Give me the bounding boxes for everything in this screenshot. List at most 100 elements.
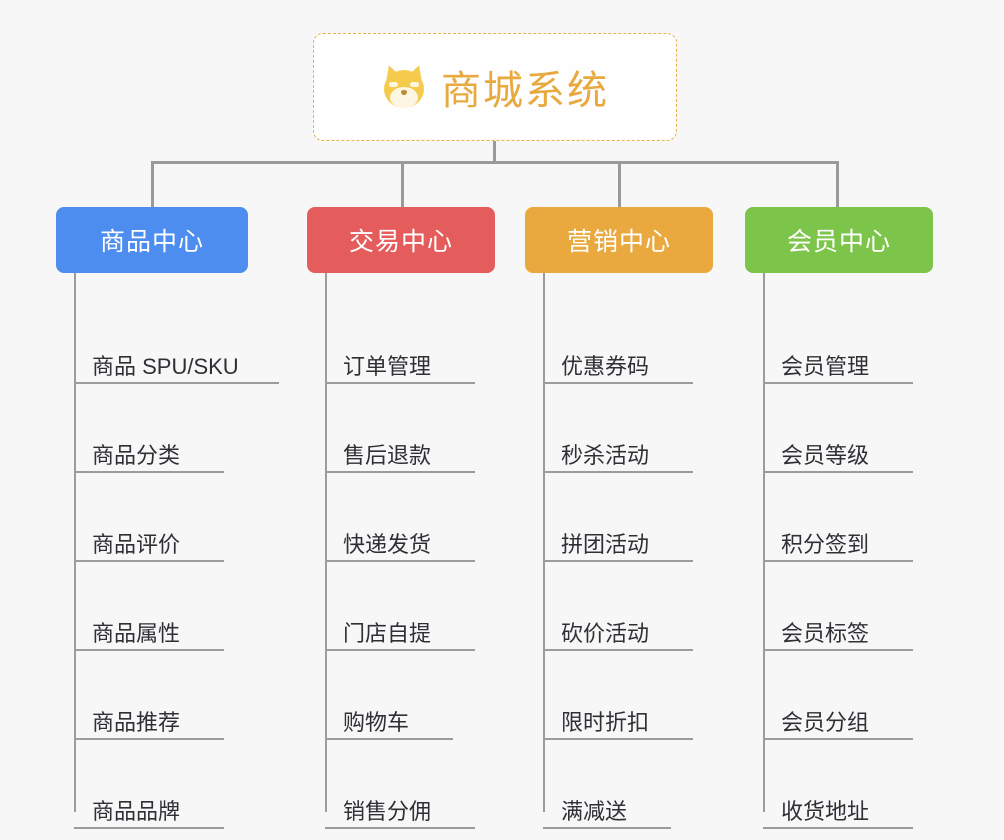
leaf-label: 商品品牌 xyxy=(92,799,181,824)
leaf-item[interactable]: 砍价活动 xyxy=(525,562,713,651)
connector-drop-4 xyxy=(836,161,839,207)
leaf-underline xyxy=(325,382,475,384)
leaf-list-2: 订单管理 售后退款 快递发货 门店自提 购物车 销售分佣 xyxy=(307,273,495,829)
branch-spine xyxy=(325,273,327,812)
leaf-item[interactable]: 订单管理 xyxy=(307,295,495,384)
leaf-underline xyxy=(763,471,913,473)
connector-root-stem xyxy=(493,141,496,163)
leaf-label: 会员等级 xyxy=(781,443,870,468)
leaf-list-3: 优惠券码 秒杀活动 拼团活动 砍价活动 限时折扣 满减送 xyxy=(525,273,713,829)
leaf-underline xyxy=(74,738,224,740)
leaf-item[interactable]: 满减送 xyxy=(525,740,713,829)
leaf-item[interactable]: 会员分组 xyxy=(745,651,933,740)
leaf-underline xyxy=(74,471,224,473)
category-header-4[interactable]: 会员中心 xyxy=(745,207,933,273)
connector-horizontal-bus xyxy=(152,161,838,164)
leaf-label: 订单管理 xyxy=(343,354,432,379)
category-label: 会员中心 xyxy=(786,228,891,256)
leaf-underline xyxy=(763,827,913,829)
leaf-list-1: 商品 SPU/SKU 商品分类 商品评价 商品属性 商品推荐 商品品牌 xyxy=(56,273,279,829)
category-label: 商品中心 xyxy=(99,228,204,256)
leaf-item[interactable]: 收货地址 xyxy=(745,740,933,829)
leaf-underline xyxy=(763,738,913,740)
leaf-underline xyxy=(74,649,224,651)
connector-drop-2 xyxy=(401,161,404,207)
leaf-item[interactable]: 会员等级 xyxy=(745,384,933,473)
leaf-item[interactable]: 会员管理 xyxy=(745,295,933,384)
leaf-underline xyxy=(325,560,475,562)
leaf-label: 商品评价 xyxy=(92,532,181,557)
leaf-underline xyxy=(543,827,671,829)
category-header-2[interactable]: 交易中心 xyxy=(307,207,495,273)
leaf-item[interactable]: 商品属性 xyxy=(56,562,248,651)
leaf-item[interactable]: 秒杀活动 xyxy=(525,384,713,473)
leaf-item[interactable]: 快递发货 xyxy=(307,473,495,562)
leaf-item[interactable]: 会员标签 xyxy=(745,562,933,651)
branch-spine xyxy=(763,273,765,812)
leaf-underline xyxy=(763,560,913,562)
root-title: 商城系统 xyxy=(441,69,609,113)
leaf-label: 门店自提 xyxy=(343,621,432,646)
branch-column-2: 交易中心 订单管理 售后退款 快递发货 门店自提 购物车 xyxy=(307,207,495,829)
shiba-inu-face-icon xyxy=(381,63,427,110)
leaf-item[interactable]: 商品评价 xyxy=(56,473,248,562)
leaf-underline xyxy=(763,382,913,384)
leaf-label: 销售分佣 xyxy=(343,799,432,824)
leaf-underline xyxy=(325,738,453,740)
leaf-underline xyxy=(325,471,475,473)
connector-drop-1 xyxy=(151,161,154,207)
leaf-underline xyxy=(74,560,224,562)
category-header-3[interactable]: 营销中心 xyxy=(525,207,713,273)
leaf-label: 满减送 xyxy=(561,799,628,824)
leaf-underline xyxy=(763,649,913,651)
leaf-underline xyxy=(74,827,224,829)
leaf-label: 售后退款 xyxy=(343,443,432,468)
leaf-item[interactable]: 限时折扣 xyxy=(525,651,713,740)
leaf-label: 会员分组 xyxy=(781,710,870,735)
leaf-label: 商品推荐 xyxy=(92,710,181,735)
leaf-underline xyxy=(543,649,693,651)
leaf-item[interactable]: 销售分佣 xyxy=(307,740,495,829)
connector-drop-3 xyxy=(618,161,621,207)
leaf-label: 限时折扣 xyxy=(561,710,650,735)
category-label: 交易中心 xyxy=(348,228,453,256)
leaf-list-4: 会员管理 会员等级 积分签到 会员标签 会员分组 收货地址 xyxy=(745,273,933,829)
leaf-label: 秒杀活动 xyxy=(561,443,650,468)
leaf-item[interactable]: 商品品牌 xyxy=(56,740,248,829)
leaf-underline xyxy=(543,738,693,740)
leaf-underline xyxy=(325,827,475,829)
leaf-underline xyxy=(325,649,475,651)
leaf-label: 快递发货 xyxy=(343,532,432,557)
leaf-item[interactable]: 优惠券码 xyxy=(525,295,713,384)
leaf-label: 购物车 xyxy=(343,710,410,735)
leaf-label: 商品属性 xyxy=(92,621,181,646)
leaf-underline xyxy=(543,382,693,384)
leaf-item[interactable]: 商品分类 xyxy=(56,384,248,473)
leaf-item[interactable]: 商品 SPU/SKU xyxy=(56,295,279,384)
root-node[interactable]: 商城系统 xyxy=(313,33,677,141)
leaf-label: 会员管理 xyxy=(781,354,870,379)
leaf-item[interactable]: 拼团活动 xyxy=(525,473,713,562)
leaf-label: 砍价活动 xyxy=(561,621,650,646)
branch-spine xyxy=(74,273,76,812)
leaf-item[interactable]: 商品推荐 xyxy=(56,651,248,740)
leaf-item[interactable]: 售后退款 xyxy=(307,384,495,473)
leaf-underline xyxy=(543,560,693,562)
leaf-item[interactable]: 门店自提 xyxy=(307,562,495,651)
leaf-item[interactable]: 购物车 xyxy=(307,651,495,740)
leaf-label: 商品 SPU/SKU xyxy=(92,354,239,379)
branch-column-4: 会员中心 会员管理 会员等级 积分签到 会员标签 会员分组 xyxy=(745,207,933,829)
leaf-underline xyxy=(543,471,693,473)
leaf-label: 会员标签 xyxy=(781,621,870,646)
leaf-item[interactable]: 积分签到 xyxy=(745,473,933,562)
category-header-1[interactable]: 商品中心 xyxy=(56,207,248,273)
branch-spine xyxy=(543,273,545,812)
leaf-label: 拼团活动 xyxy=(561,532,650,557)
leaf-label: 商品分类 xyxy=(92,443,181,468)
branch-column-3: 营销中心 优惠券码 秒杀活动 拼团活动 砍价活动 限时折扣 xyxy=(525,207,713,829)
leaf-label: 积分签到 xyxy=(781,532,870,557)
branch-column-1: 商品中心 商品 SPU/SKU 商品分类 商品评价 商品属性 商品推荐 xyxy=(56,207,279,829)
leaf-underline xyxy=(74,382,279,384)
category-label: 营销中心 xyxy=(566,228,671,256)
